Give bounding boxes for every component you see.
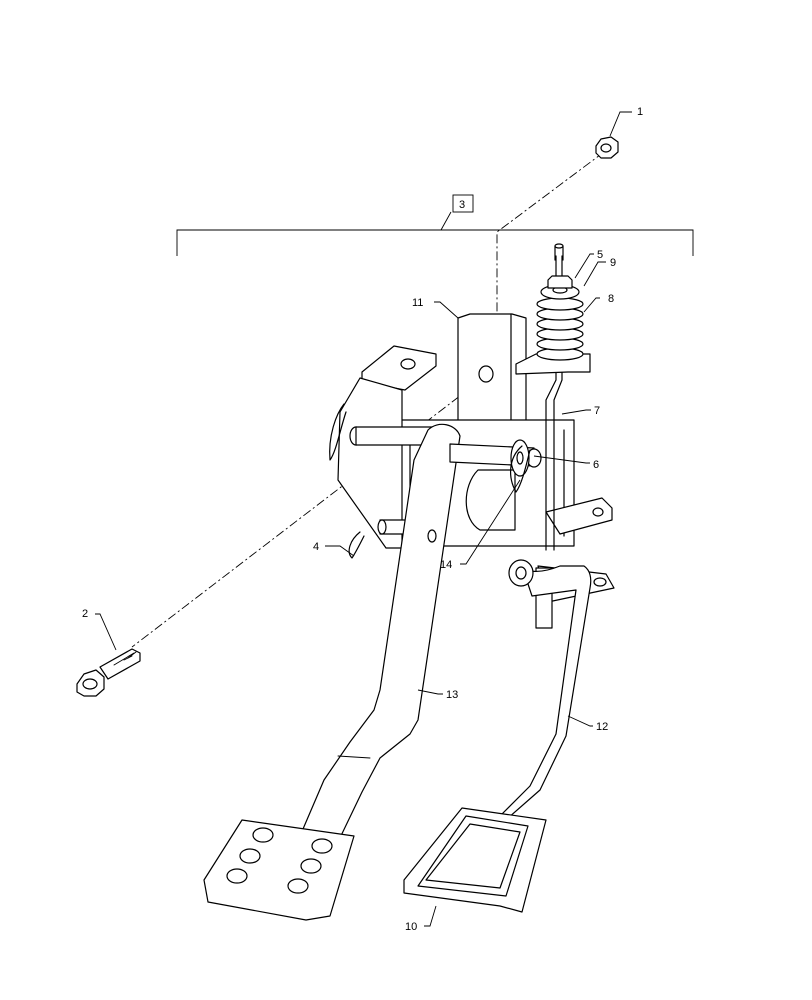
callout-3: 3 bbox=[459, 199, 465, 211]
cotter-pin-part-4 bbox=[329, 403, 365, 559]
callout-6: 6 bbox=[593, 459, 599, 471]
pedal-pad-part-13 bbox=[203, 819, 355, 921]
assembly-bracket bbox=[176, 194, 694, 256]
washer-part-6 bbox=[510, 439, 530, 477]
callout-5: 5 bbox=[597, 249, 603, 261]
callout-11: 11 bbox=[412, 297, 423, 309]
nut-part-5 bbox=[547, 275, 573, 289]
callout-9: 9 bbox=[610, 257, 616, 269]
hex-nut-part-1 bbox=[595, 136, 619, 159]
side-bracket-left bbox=[337, 345, 437, 549]
callout-12: 12 bbox=[596, 721, 608, 733]
callout-1: 1 bbox=[637, 106, 643, 118]
callout-4: 4 bbox=[313, 541, 319, 553]
leader-lines bbox=[95, 111, 632, 927]
cotter-pin-part-14 bbox=[510, 445, 531, 493]
hex-bolt-part-2 bbox=[76, 648, 141, 697]
callout-10: 10 bbox=[405, 921, 417, 933]
spring-part-8 bbox=[536, 297, 584, 361]
pedal-pad-part-10 bbox=[403, 807, 547, 913]
callout-2: 2 bbox=[82, 608, 88, 620]
callout-8: 8 bbox=[608, 293, 614, 305]
pedal-lever-part-13 bbox=[299, 423, 461, 843]
callout-14: 14 bbox=[440, 559, 452, 571]
callout-13: 13 bbox=[446, 689, 458, 701]
callout-7: 7 bbox=[594, 405, 600, 417]
callout-labels: 1 2 3 4 5 6 7 8 9 10 11 12 13 14 bbox=[82, 106, 643, 933]
